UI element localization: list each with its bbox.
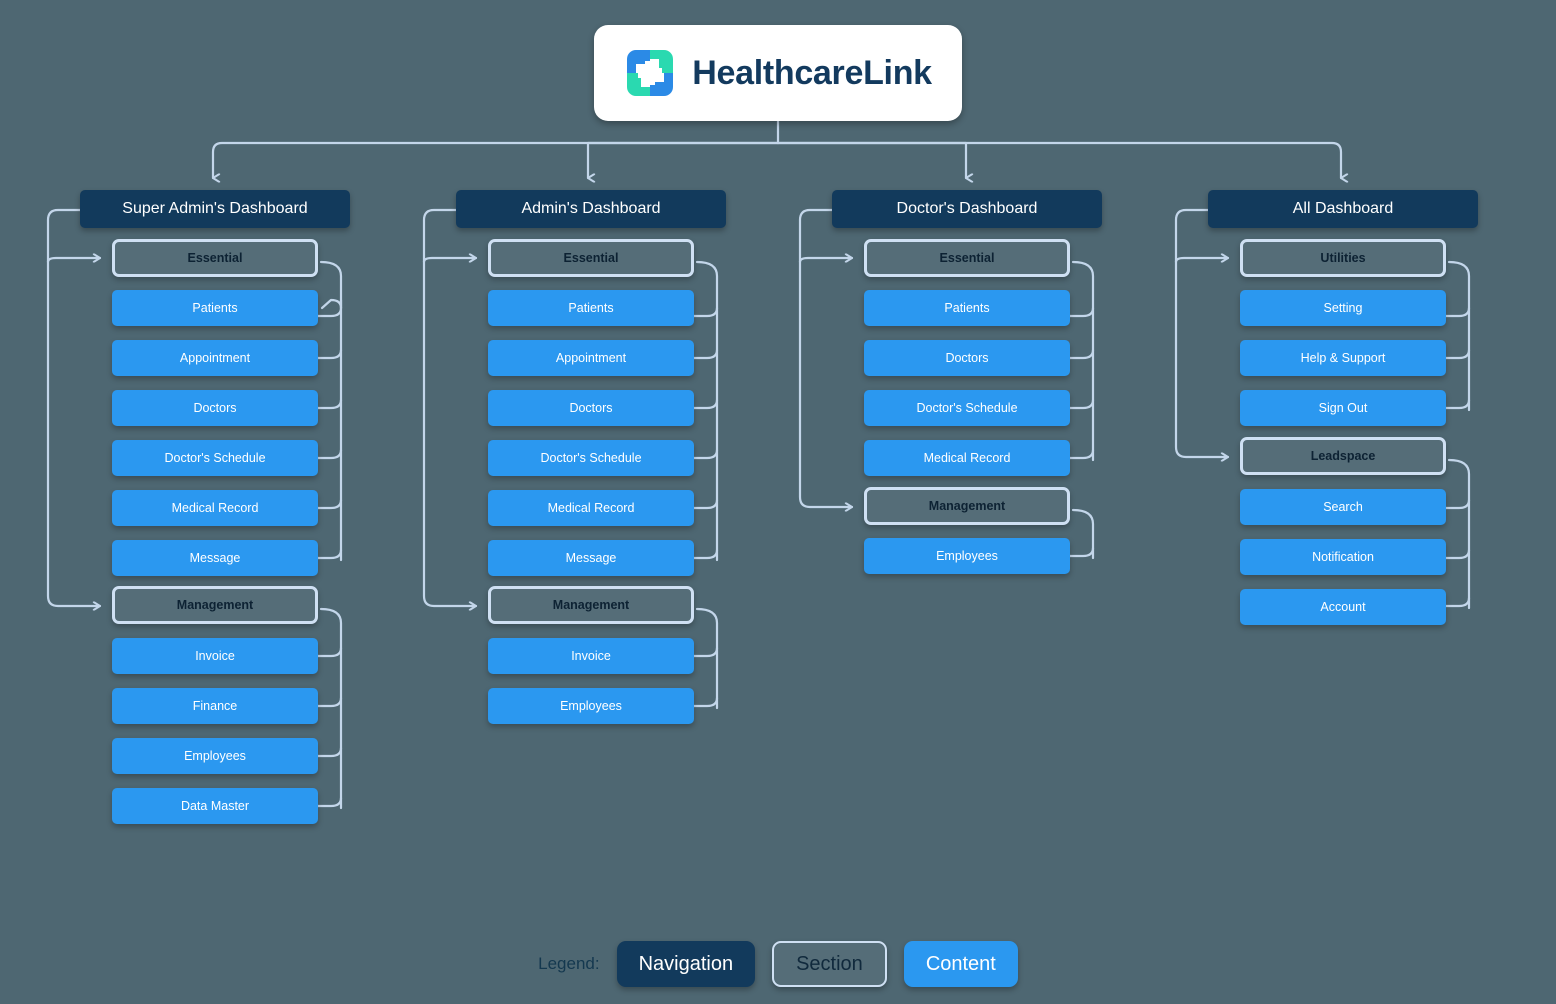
section-super-admin-management[interactable]: Management xyxy=(112,586,318,624)
content-item[interactable]: Invoice xyxy=(488,638,694,674)
content-item[interactable]: Data Master xyxy=(112,788,318,824)
dashboard-header-admin[interactable]: Admin's Dashboard xyxy=(456,190,726,228)
section-doctor-management[interactable]: Management xyxy=(864,487,1070,525)
content-item[interactable]: Appointment xyxy=(488,340,694,376)
content-item[interactable]: Message xyxy=(112,540,318,576)
content-item[interactable]: Doctor's Schedule xyxy=(488,440,694,476)
brand-logo-card[interactable]: HealthcareLink xyxy=(594,25,962,121)
section-all-leadspace[interactable]: Leadspace xyxy=(1240,437,1446,475)
content-item[interactable]: Search xyxy=(1240,489,1446,525)
section-admin-essential[interactable]: Essential xyxy=(488,239,694,277)
content-item[interactable]: Doctors xyxy=(112,390,318,426)
content-item[interactable]: Doctors xyxy=(864,340,1070,376)
content-item[interactable]: Medical Record xyxy=(112,490,318,526)
content-item[interactable]: Account xyxy=(1240,589,1446,625)
legend-chip-content: Content xyxy=(903,941,1018,987)
content-item[interactable]: Employees xyxy=(864,538,1070,574)
legend-label: Legend: xyxy=(538,954,600,973)
medical-cross-pinwheel-icon xyxy=(624,47,676,99)
content-item[interactable]: Doctor's Schedule xyxy=(864,390,1070,426)
content-item[interactable]: Help & Support xyxy=(1240,340,1446,376)
content-item[interactable]: Sign Out xyxy=(1240,390,1446,426)
content-item[interactable]: Patients xyxy=(112,290,318,326)
content-item[interactable]: Setting xyxy=(1240,290,1446,326)
content-item[interactable]: Invoice xyxy=(112,638,318,674)
content-item[interactable]: Doctor's Schedule xyxy=(112,440,318,476)
content-item[interactable]: Finance xyxy=(112,688,318,724)
section-doctor-essential[interactable]: Essential xyxy=(864,239,1070,277)
content-item[interactable]: Message xyxy=(488,540,694,576)
legend-chip-navigation: Navigation xyxy=(616,941,756,987)
section-admin-management[interactable]: Management xyxy=(488,586,694,624)
legend-chip-section: Section xyxy=(772,941,887,987)
content-item[interactable]: Medical Record xyxy=(488,490,694,526)
content-item[interactable]: Appointment xyxy=(112,340,318,376)
section-all-utilities[interactable]: Utilities xyxy=(1240,239,1446,277)
dashboard-header-doctor[interactable]: Doctor's Dashboard xyxy=(832,190,1102,228)
content-item[interactable]: Patients xyxy=(488,290,694,326)
section-super-admin-essential[interactable]: Essential xyxy=(112,239,318,277)
dashboard-header-all[interactable]: All Dashboard xyxy=(1208,190,1478,228)
legend: Legend: Navigation Section Content xyxy=(0,938,1556,990)
brand-name: HealthcareLink xyxy=(692,53,932,92)
content-item[interactable]: Notification xyxy=(1240,539,1446,575)
content-item[interactable]: Employees xyxy=(488,688,694,724)
content-item[interactable]: Employees xyxy=(112,738,318,774)
content-item[interactable]: Doctors xyxy=(488,390,694,426)
content-item[interactable]: Medical Record xyxy=(864,440,1070,476)
dashboard-header-super-admin[interactable]: Super Admin's Dashboard xyxy=(80,190,350,228)
content-item[interactable]: Patients xyxy=(864,290,1070,326)
